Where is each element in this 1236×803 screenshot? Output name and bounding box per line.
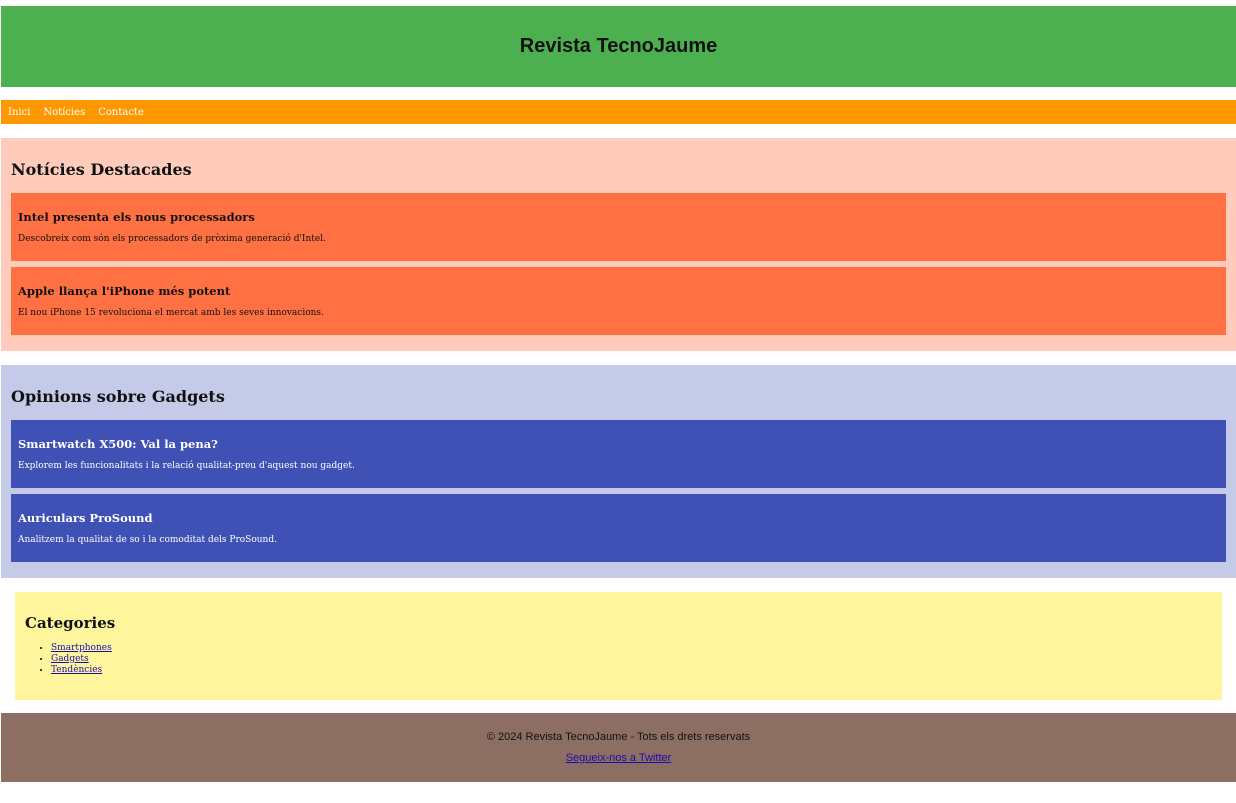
opinion-card: Smartwatch X500: Val la pena? Explorem l… [11,420,1226,488]
news-section: Notícies Destacades Intel presenta els n… [1,138,1236,351]
news-section-title: Notícies Destacades [11,160,192,179]
category-link-gadgets[interactable]: Gadgets [51,654,89,664]
opinions-section: Opinions sobre Gadgets Smartwatch X500: … [1,365,1236,578]
twitter-link[interactable]: Segueix-nos a Twitter [565,752,672,764]
category-link-smartphones[interactable]: Smartphones [51,643,112,653]
category-link-tendencies[interactable]: Tendències [51,665,103,675]
opinion-card: Auriculars ProSound Analitzem la qualita… [11,494,1226,562]
news-card-summary: El nou iPhone 15 revoluciona el mercat a… [18,308,324,318]
site-footer: © 2024 Revista TecnoJaume - Tots els dre… [1,713,1236,782]
news-card: Intel presenta els nous processadors Des… [11,193,1226,261]
list-item: Gadgets [51,654,1212,665]
nav-link-contacte[interactable]: Contacte [98,106,144,118]
categories-list: Smartphones Gadgets Tendències [25,643,1212,676]
list-item: Tendències [51,665,1212,676]
news-card: Apple llança l'iPhone més potent El nou … [11,267,1226,335]
opinion-card-summary: Explorem les funcionalitats i la relació… [18,461,355,471]
site-title: Revista TecnoJaume [519,35,718,57]
social-line: Segueix-nos a Twitter [1,752,1236,764]
main-nav: Inici Notícies Contacte [1,100,1236,124]
news-card-summary: Descobreix com són els processadors de p… [18,234,326,244]
opinion-card-title: Auriculars ProSound [18,511,153,525]
news-card-title: Intel presenta els nous processadors [18,210,255,224]
site-header: Revista TecnoJaume [1,6,1236,87]
copyright-text: © 2024 Revista TecnoJaume - Tots els dre… [486,731,751,743]
list-item: Smartphones [51,643,1212,654]
opinion-card-title: Smartwatch X500: Val la pena? [18,437,218,451]
nav-link-inici[interactable]: Inici [8,106,31,118]
nav-link-noticies[interactable]: Notícies [43,106,86,118]
categories-box: Categories Smartphones Gadgets Tendèncie… [15,592,1222,700]
opinion-card-summary: Analitzem la qualitat de so i la comodit… [18,535,277,545]
opinions-section-title: Opinions sobre Gadgets [11,387,225,406]
categories-title: Categories [25,614,116,632]
news-card-title: Apple llança l'iPhone més potent [18,284,231,298]
